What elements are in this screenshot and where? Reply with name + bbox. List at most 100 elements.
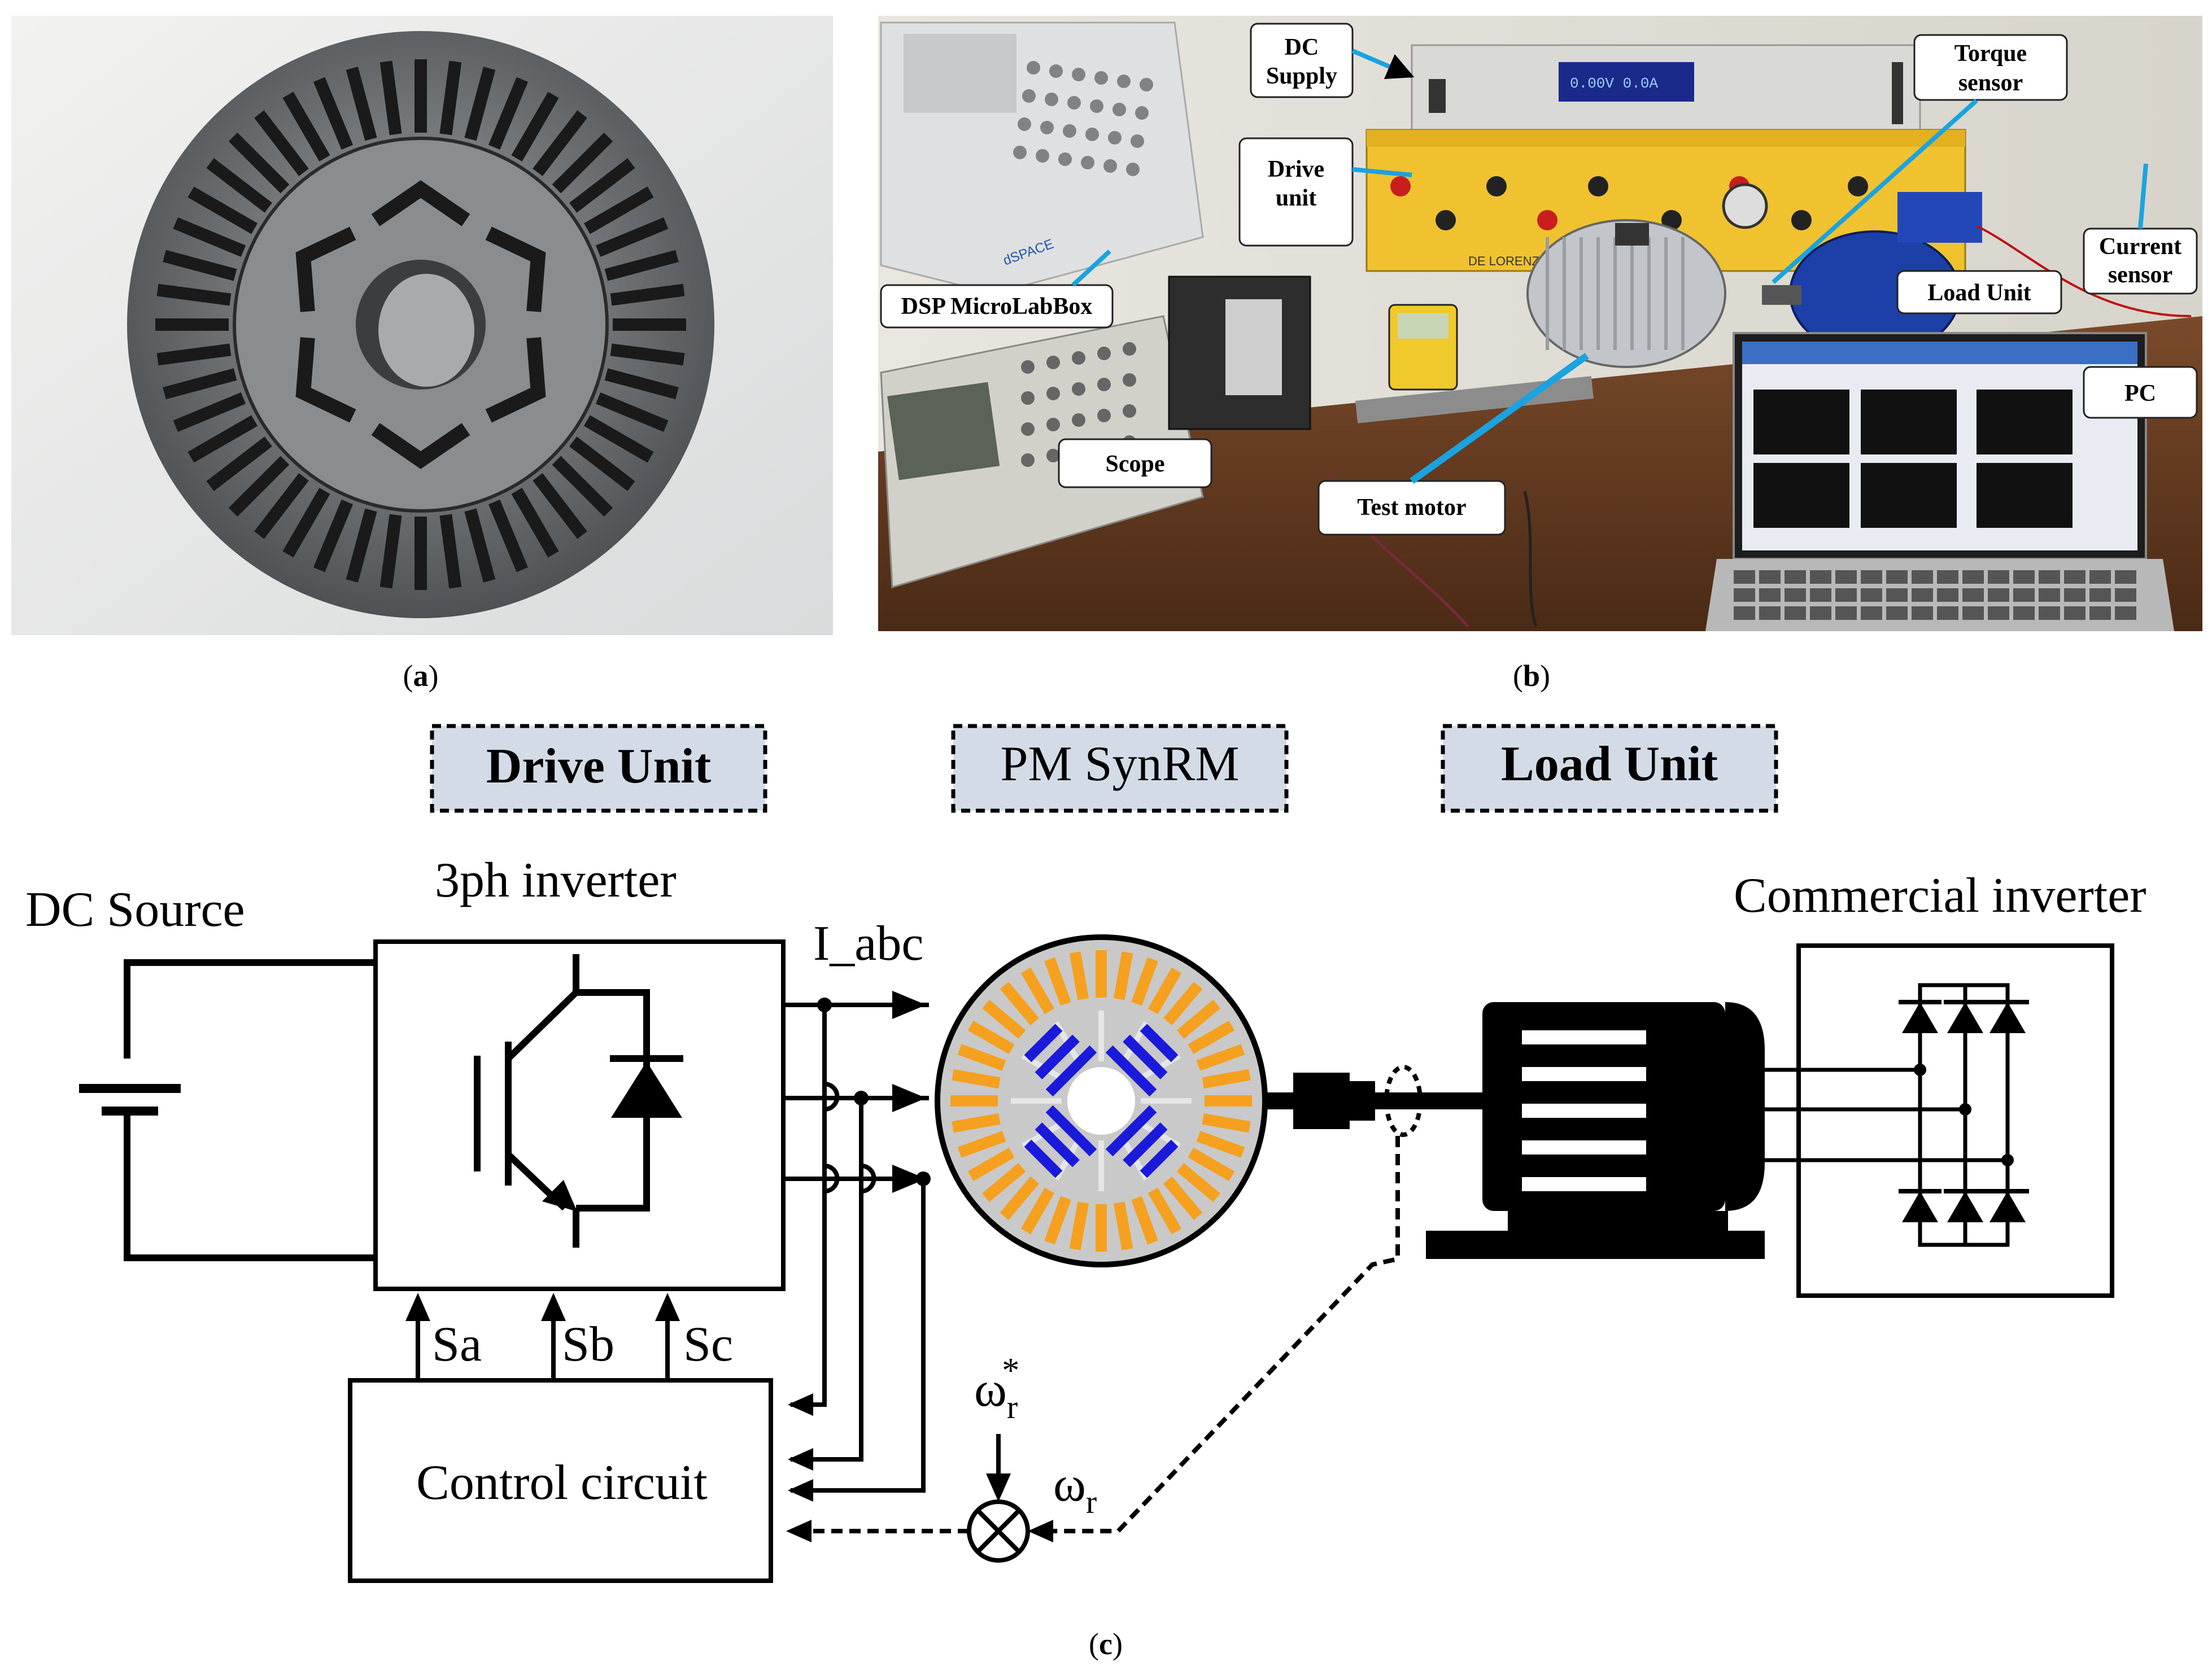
rectifier-diode-top	[1947, 1002, 1983, 1033]
stator-slot	[1131, 957, 1158, 1006]
connector	[1058, 152, 1072, 166]
stator-slot-photo	[313, 499, 354, 572]
gate-sb-label: Sb	[562, 1317, 614, 1372]
stator-slot	[1188, 1020, 1235, 1055]
stator-slot	[957, 1044, 1006, 1071]
stator-slot-photo	[228, 132, 290, 194]
connector	[1131, 134, 1144, 148]
stator-slot	[1148, 1187, 1182, 1235]
key	[1912, 570, 1933, 584]
key	[2115, 570, 2136, 584]
connector	[1022, 89, 1036, 103]
pm-magnet	[1035, 1034, 1080, 1079]
scope-knob	[1021, 422, 1035, 436]
stator-slot	[1131, 1196, 1158, 1245]
pm-magnet	[1045, 1045, 1097, 1097]
panel-knob	[1848, 176, 1868, 196]
phase-junction-dots	[817, 998, 931, 1186]
rotor-barrier-photo	[485, 337, 546, 423]
stator-slot	[1196, 1131, 1245, 1158]
key	[1962, 588, 1984, 602]
stator-slot-photo	[173, 392, 246, 432]
callout-load-unit: Load Unit	[1896, 270, 2062, 314]
stator-slot-photo	[379, 60, 402, 135]
stator-slot	[967, 1020, 1015, 1055]
omega-ref-label: ωr*	[974, 1352, 1019, 1425]
scope-knob	[1097, 347, 1111, 360]
pm-synrm-motor	[935, 934, 1268, 1267]
key	[1734, 606, 1755, 620]
connector	[1072, 68, 1085, 81]
stator-slot-photo	[415, 517, 427, 590]
stator-slot	[982, 1162, 1026, 1203]
connector	[1081, 156, 1094, 169]
key	[2089, 606, 2111, 620]
callout-test-motor-text: Test motor	[1357, 495, 1466, 521]
key	[1759, 606, 1781, 620]
stator-slot-photo	[613, 318, 686, 331]
connector	[1094, 71, 1108, 85]
key	[1810, 588, 1831, 602]
stator-slot	[1044, 1196, 1071, 1245]
test-motor-device	[1526, 219, 1726, 368]
callout-dsp: DSP MicroLabBox	[880, 250, 1114, 329]
stator-slot-photo	[163, 250, 237, 281]
scope-knob	[1097, 409, 1111, 422]
callout-load-unit-text: Load Unit	[1927, 280, 2031, 306]
callout-scope: Scope	[1058, 438, 1212, 488]
callout-test-motor: Test motor	[1317, 353, 1589, 536]
stator-slot-photo	[488, 77, 529, 150]
stator-slot-photo	[552, 456, 613, 517]
plot-window	[1977, 390, 2073, 454]
rotor-barrier-photo	[295, 226, 356, 312]
big-dial	[1722, 183, 1768, 229]
bore-inner	[378, 274, 474, 387]
connector	[1112, 103, 1126, 116]
key	[1988, 588, 2009, 602]
scope-knob	[1046, 449, 1060, 462]
stator-slot-photo	[379, 514, 402, 589]
callout-torque-sensor-line2: sensor	[1958, 70, 2023, 96]
key	[1861, 570, 1882, 584]
section-pm-synrm: PM SynRM	[951, 724, 1289, 813]
oscilloscope-device	[880, 315, 1204, 588]
connector	[1135, 106, 1149, 120]
stator-slot-photo	[254, 473, 309, 539]
i-abc-label: I_abc	[813, 916, 923, 971]
stator-slot	[1176, 1162, 1220, 1203]
gate-sc-label: Sc	[683, 1317, 733, 1372]
rotor-barrier-photo	[371, 180, 470, 226]
plot-window	[1861, 390, 1957, 454]
scope-knob	[1072, 351, 1085, 365]
key	[1734, 570, 1755, 584]
phase-lines	[783, 1003, 929, 1493]
connector	[1117, 75, 1131, 88]
dc-battery-symbol	[79, 959, 376, 1261]
scope-knob	[1046, 387, 1060, 400]
gate-signal-lines	[416, 1310, 670, 1380]
scope-knob	[1046, 356, 1060, 369]
dc-source-label: DC Source	[25, 882, 245, 937]
gate-signal-arrows	[405, 1293, 680, 1321]
stator-slot-photo	[552, 132, 613, 194]
key	[1861, 606, 1882, 620]
connector	[1103, 159, 1117, 173]
callout-dsp-text: DSP MicroLabBox	[901, 294, 1093, 320]
plot-window	[1753, 390, 1849, 454]
stator-slot-photo	[604, 250, 679, 281]
callout-pc: PC	[2083, 366, 2198, 419]
connector	[1049, 64, 1063, 78]
rotor-barrier-photo	[485, 226, 546, 312]
stator-slot-photo	[533, 110, 587, 176]
speed-summing-junction	[967, 1434, 1030, 1563]
stator-slot-photo	[595, 217, 669, 257]
rectifier-diode-bottom	[1947, 1191, 1983, 1222]
stator-slot	[1176, 999, 1220, 1039]
stator-slot-photo	[346, 508, 377, 583]
stator-slot	[1202, 1113, 1251, 1133]
key	[1785, 570, 1806, 584]
plot-window	[1753, 463, 1849, 528]
inverter-3ph-label: 3ph inverter	[435, 853, 677, 908]
stator-slot-photo	[439, 60, 462, 135]
key	[2089, 570, 2111, 584]
